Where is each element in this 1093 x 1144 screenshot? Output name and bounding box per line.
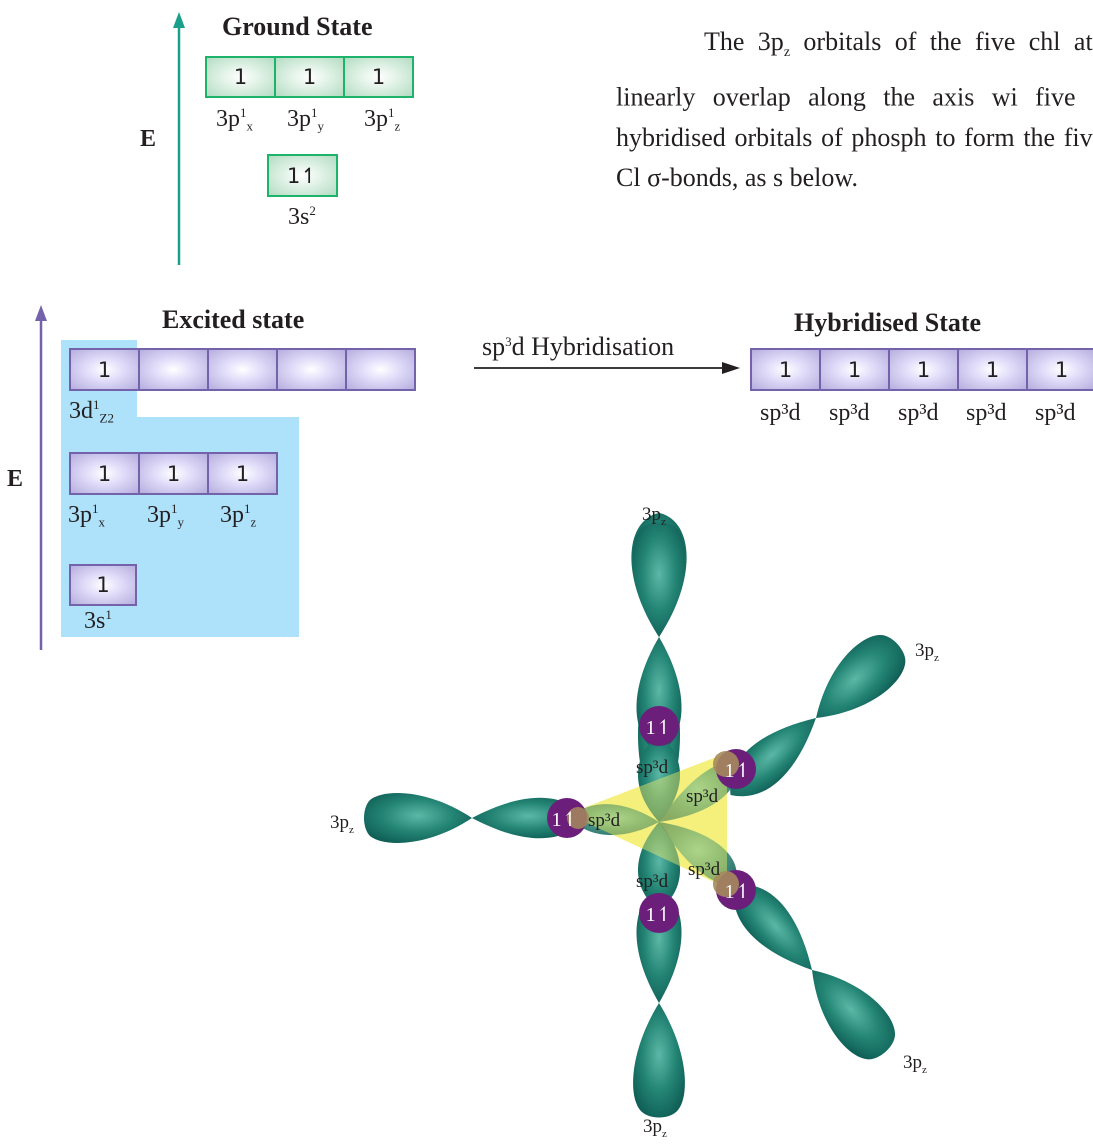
ground-3pz-box: 1: [343, 56, 414, 98]
excited-3d-box-5: [345, 348, 416, 391]
cl-label-lower-right: 3pz: [903, 1052, 927, 1076]
cl-label-bottom: 3pz: [643, 1116, 667, 1140]
sp3d-lobe-lower-right: [659, 822, 737, 886]
equatorial-plane-overlay: [568, 753, 727, 888]
excited-3s-label: 3s1: [84, 606, 112, 634]
hybrid-label-4: sp³d: [966, 400, 1007, 426]
excited-3d-box-4: [276, 348, 347, 391]
excited-3pz-label: 3p1z: [220, 500, 257, 530]
cl-top-outer-lobe: [633, 522, 685, 637]
cl-left-outer-lobe: [364, 793, 472, 843]
hybrid-label-5: sp³d: [1035, 400, 1076, 426]
excited-3s-box: 1: [69, 564, 137, 606]
cl-lower-right-inner-lobe: [733, 884, 812, 970]
svg-text:1↿: 1↿: [646, 717, 673, 739]
sp3d-lobe-up: [637, 735, 681, 822]
hybridised-state-title: Hybridised State: [794, 308, 982, 337]
cl-3pz-labels: 3pz 3pz 3pz 3pz 3pz: [330, 504, 939, 1140]
ground-3pz-label: 3p1z: [364, 104, 401, 134]
excited-energy-label: E: [7, 466, 24, 492]
ground-3px-label: 3p1x: [216, 104, 253, 134]
excited-3py-label: 3p1y: [147, 500, 184, 530]
excited-state-title: Excited state: [162, 305, 305, 334]
sp3d-lobe-left: [570, 804, 659, 836]
hybrid-label-1: sp³d: [760, 400, 801, 426]
hybrid-label-2: sp³d: [829, 400, 870, 426]
pair-left: 1↿: [547, 798, 589, 838]
sp3d-labels: sp³d sp³d sp³d sp³d sp³d: [588, 757, 721, 892]
pair-upper-right: 1↿: [713, 749, 756, 789]
phosphorus-sp3d-lobes: [570, 735, 737, 910]
svg-text:1↿: 1↿: [552, 809, 579, 831]
excited-3dz2-label: 3d1Z2: [69, 396, 114, 426]
chlorine-lower-right: [733, 884, 895, 1060]
cl-bottom-outer-lobe: [633, 1003, 685, 1118]
electron-pairs: 1↿ 1↿ 1↿ 1↿ 1↿: [547, 706, 756, 933]
svg-text:1↿: 1↿: [725, 760, 752, 782]
pair-lower-right: 1↿: [713, 870, 756, 910]
ground-state-title: Ground State: [222, 12, 373, 41]
hybrid-box-5: 1: [1026, 348, 1093, 391]
cl-label-top: 3pz: [642, 504, 666, 528]
svg-text:1↿: 1↿: [725, 881, 752, 903]
excited-energy-arrow: [35, 305, 47, 650]
sp3d-label-bottom: sp³d: [636, 871, 669, 892]
ground-3py-box: 1: [274, 56, 345, 98]
ground-energy-arrow: [173, 12, 185, 265]
cl-lower-right-outer-lobe: [812, 970, 895, 1060]
sp3d-lobe-down: [637, 822, 681, 910]
excited-3pz-box: 1: [207, 452, 278, 495]
excited-3px-label: 3p1x: [68, 500, 105, 530]
sp3d-label-left: sp³d: [588, 810, 621, 831]
explanation-paragraph: The 3pz orbitals of the five chl atoms l…: [616, 27, 1093, 192]
ground-3s-label: 3s2: [288, 202, 316, 230]
ground-3s-box: 1↿: [267, 154, 338, 197]
sp3d-lobe-upper-right: [659, 761, 737, 822]
cl-label-left: 3pz: [330, 812, 354, 836]
cl-upper-right-outer-lobe: [816, 635, 906, 718]
hybrid-label-3: sp³d: [898, 400, 939, 426]
ground-energy-label: E: [140, 126, 157, 152]
hybridisation-arrow: [474, 362, 740, 374]
hybridisation-label: sp3d Hybridisation: [482, 332, 675, 361]
sp3d-label-upper-right: sp³d: [686, 786, 719, 807]
ground-3py-label: 3p1y: [287, 104, 324, 134]
excited-3d-box-3: [207, 348, 278, 391]
sp3d-label-lower-right: sp³d: [688, 859, 721, 880]
excited-3py-box: 1: [138, 452, 209, 495]
excited-3d-box-1: 1: [69, 348, 140, 391]
pair-top: 1↿: [639, 706, 679, 746]
sp3d-label-top: sp³d: [636, 757, 669, 778]
pair-bottom: 1↿: [639, 893, 679, 933]
cl-label-upper-right: 3pz: [915, 640, 939, 664]
hybrid-box-3: 1: [888, 348, 959, 391]
svg-text:1↿: 1↿: [646, 904, 673, 926]
